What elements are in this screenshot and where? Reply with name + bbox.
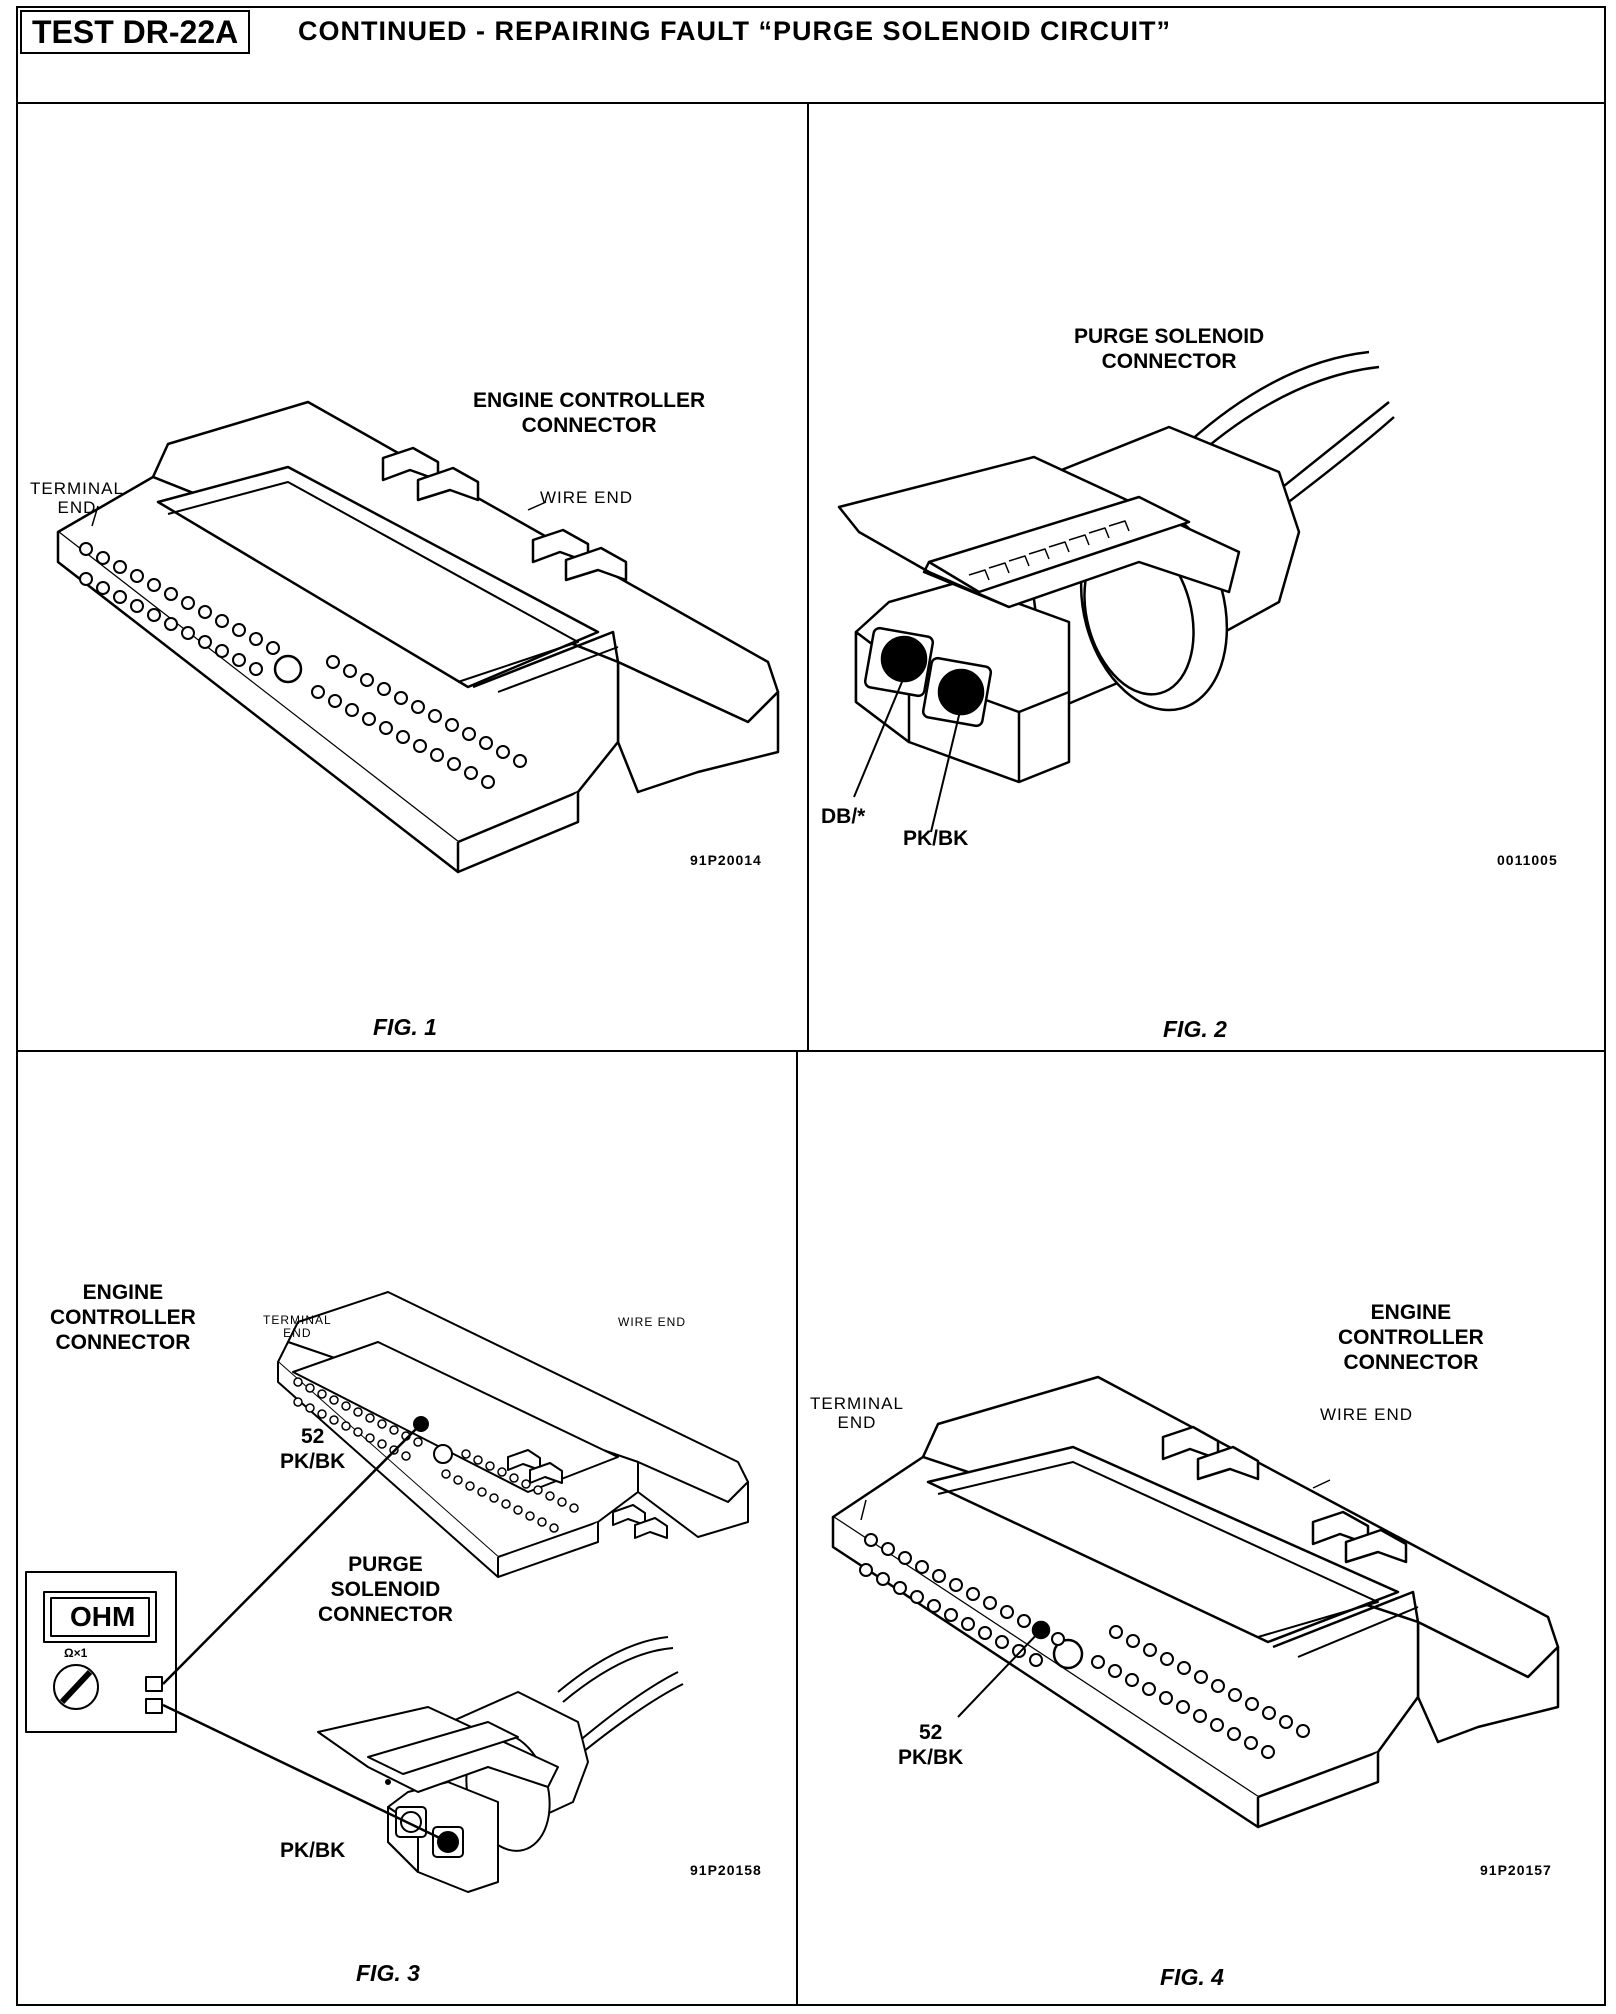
fig2-drawing-code: 0011005 xyxy=(1497,852,1558,868)
ohmmeter-test-drawing xyxy=(25,1291,749,1893)
fig4-drawing-code: 91P20157 xyxy=(1480,1862,1552,1878)
fig2-wire-pk-label: PK/BK xyxy=(903,827,969,850)
fig4-wire-end-label: WIRE END xyxy=(1320,1405,1413,1424)
figure-3: ENGINE CONTROLLER CONNECTOR TERMINAL END… xyxy=(18,1052,796,2006)
header: TEST DR-22A CONTINUED - REPAIRING FAULT … xyxy=(18,8,1604,104)
engine-controller-connector-drawing xyxy=(56,400,780,874)
figure-2: PURGE SOLENOID CONNECTOR DB/* PK/BK 0011… xyxy=(809,102,1606,1050)
ohmmeter-range-label: Ω×1 xyxy=(64,1646,88,1660)
fig2-wire-db-label: DB/* xyxy=(821,805,866,828)
fig3-caption: FIG. 3 xyxy=(356,1960,420,1986)
divider-horizontal xyxy=(16,1050,1606,1052)
fig4-connector-label: ENGINE CONTROLLER CONNECTOR xyxy=(1338,1301,1484,1374)
engine-controller-connector-pin52-drawing xyxy=(831,1375,1560,1829)
fig4-pin-label: 52 PK/BK xyxy=(898,1721,964,1769)
fig1-drawing-code: 91P20014 xyxy=(690,852,762,868)
fig1-caption: FIG. 1 xyxy=(373,1014,437,1040)
fig2-caption: FIG. 2 xyxy=(1163,1016,1227,1042)
fig4-terminal-end-label: TERMINAL END xyxy=(810,1394,904,1432)
test-id-box: TEST DR-22A xyxy=(20,10,251,54)
fig3-wire-end-label: WIRE END xyxy=(618,1315,686,1329)
divider-vertical-top xyxy=(807,102,809,1051)
figure-1: ENGINE CONTROLLER CONNECTOR TERMINAL END… xyxy=(18,102,807,1050)
fig3-purge-wire-label: PK/BK xyxy=(280,1839,346,1862)
fig2-connector-label: PURGE SOLENOID CONNECTOR xyxy=(1074,325,1265,373)
header-title: CONTINUED - REPAIRING FAULT “PURGE SOLEN… xyxy=(298,16,1172,46)
fig3-engine-connector-label: ENGINE CONTROLLER CONNECTOR xyxy=(50,1281,196,1354)
purge-solenoid-connector-drawing xyxy=(837,350,1395,833)
ohmmeter-display: OHM xyxy=(70,1601,136,1632)
fig3-drawing-code: 91P20158 xyxy=(690,1862,762,1878)
figure-4: ENGINE CONTROLLER CONNECTOR TERMINAL END… xyxy=(798,1052,1606,2006)
page-frame: TEST DR-22A CONTINUED - REPAIRING FAULT … xyxy=(16,6,1606,2006)
fig3-terminal-end-label: TERMINAL END xyxy=(263,1313,332,1340)
fig1-wire-end-label: WIRE END xyxy=(540,488,633,507)
fig1-terminal-end-label: TERMINAL END xyxy=(30,479,124,517)
fig4-caption: FIG. 4 xyxy=(1160,1964,1224,1990)
fig3-pin-label: 52 PK/BK xyxy=(280,1425,346,1473)
fig1-connector-label: ENGINE CONTROLLER CONNECTOR xyxy=(473,389,706,437)
fig3-purge-connector-label: PURGE SOLENOID CONNECTOR xyxy=(318,1553,453,1626)
divider-vertical-bottom xyxy=(796,1051,798,2006)
